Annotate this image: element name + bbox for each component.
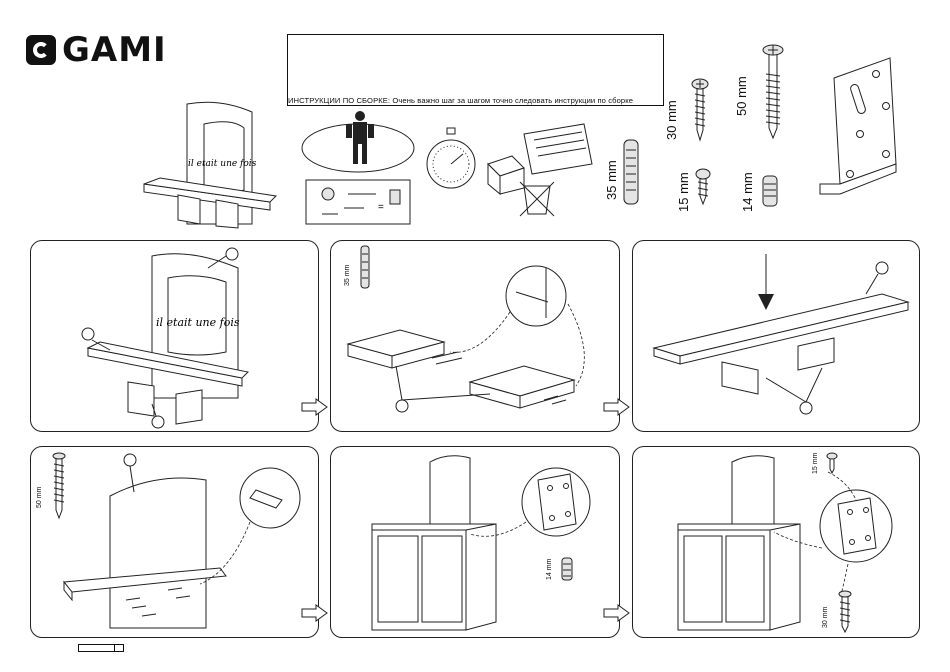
next-step-arrow-icon xyxy=(300,398,330,416)
screw-50mm-icon xyxy=(760,44,786,140)
plug-14mm-icon xyxy=(760,174,780,210)
step-6-screw-15-icon xyxy=(826,452,838,474)
step-4-illustration xyxy=(60,452,310,628)
gami-logo: GAMI xyxy=(26,30,167,70)
equals-sign: = xyxy=(378,202,384,213)
next-step-arrow-icon xyxy=(602,604,632,622)
step-2-illustration xyxy=(340,256,610,426)
step-6-screw-30-label: 30 mm xyxy=(822,607,829,628)
step-3-illustration xyxy=(646,250,912,426)
dowel-35mm-icon xyxy=(620,136,642,208)
stopwatch-icon xyxy=(425,126,477,196)
step-1-illustration: il etait une fois xyxy=(80,248,270,428)
step-5-illustration xyxy=(366,452,614,634)
screw-30mm-label: 30 mm xyxy=(664,100,679,140)
step-4-screw-label: 50 mm xyxy=(36,487,43,508)
panel-decor-text: il etait une fois xyxy=(188,159,257,169)
next-step-arrow-icon xyxy=(300,604,330,622)
screw-50mm-label: 50 mm xyxy=(734,76,749,116)
step-5-plug-label: 14 mm xyxy=(546,559,553,580)
step-5-plug-icon xyxy=(560,556,574,582)
instructions-text: ИНСТРУКЦИИ ПО СБОРКЕ: Очень важно шаг за… xyxy=(288,96,668,105)
step-6-screw-15-label: 15 mm xyxy=(812,453,819,474)
mounting-bracket-icon xyxy=(810,54,910,204)
step-6-illustration xyxy=(672,452,912,634)
screw-15mm-label: 15 mm xyxy=(676,172,691,212)
brand-name: GAMI xyxy=(62,30,167,70)
screw-30mm-icon xyxy=(690,78,710,142)
packaging-disposal-illustration xyxy=(484,116,594,226)
assembled-product-illustration: il etait une fois xyxy=(140,100,280,230)
screw-15mm-icon xyxy=(694,168,712,208)
page-tab-marker xyxy=(78,644,124,652)
step-1-decor-text: il etait une fois xyxy=(156,316,240,329)
step-6-screw-30-icon xyxy=(838,590,852,634)
assembly-safety-illustration: = xyxy=(298,110,418,230)
next-step-arrow-icon xyxy=(602,398,632,416)
gami-logo-mark-icon xyxy=(26,35,56,65)
dowel-35mm-label: 35 mm xyxy=(604,160,619,200)
plug-14mm-label: 14 mm xyxy=(740,172,755,212)
